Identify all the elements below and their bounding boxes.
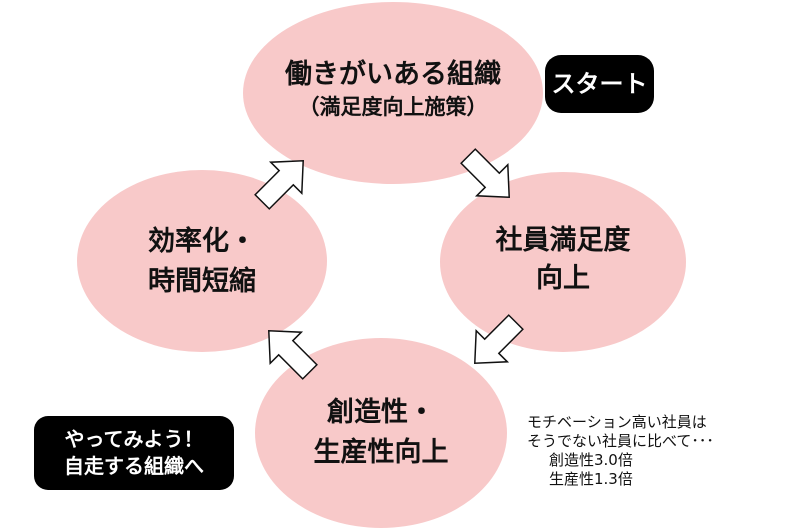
arrow-left-to-top [254,160,304,210]
note-line3: 創造性3.0倍 [549,451,633,469]
left-node-label: 効率化・ 時間短縮 [77,222,327,302]
top-node-label: 働きがいある組織 （満足度向上施策） [243,58,543,120]
bottom-node-line1: 創造性・ [327,397,435,428]
right-node-line2: 向上 [536,263,590,294]
action-badge: やってみよう！ 自走する組織へ [34,416,234,490]
note-line2: そうでない社員に比べて･･･ [527,432,714,450]
right-node-line1: 社員満足度 [495,225,631,256]
start-badge: スタート [545,55,654,113]
action-badge-line2: 自走する組織へ [64,454,204,478]
start-badge-label: スタート [551,70,648,98]
cycle-node-right [440,172,686,352]
bottom-node-label: 創造性・ 生産性向上 [255,393,507,473]
action-badge-line1: やってみよう！ [64,427,204,451]
note-line1: モチベーション高い社員は [527,413,707,431]
cycle-node-top [243,2,543,184]
note-line4: 生産性1.3倍 [549,470,633,488]
right-node-label: 社員満足度 向上 [440,222,686,298]
arrow-top-to-right [460,148,510,198]
cycle-node-left [77,170,327,352]
arrow-right-to-bottom [474,314,524,364]
arrow-bottom-to-left [268,330,318,380]
bottom-node-line2: 生産性向上 [313,437,449,468]
top-node-subtitle: （満足度向上施策） [298,94,488,119]
left-node-line2: 時間短縮 [148,266,256,297]
top-node-title: 働きがいある組織 [285,59,501,90]
stats-note: モチベーション高い社員は そうでない社員に比べて･･･ 創造性3.0倍 生産性1… [527,413,714,489]
left-node-line1: 効率化・ [148,226,256,257]
